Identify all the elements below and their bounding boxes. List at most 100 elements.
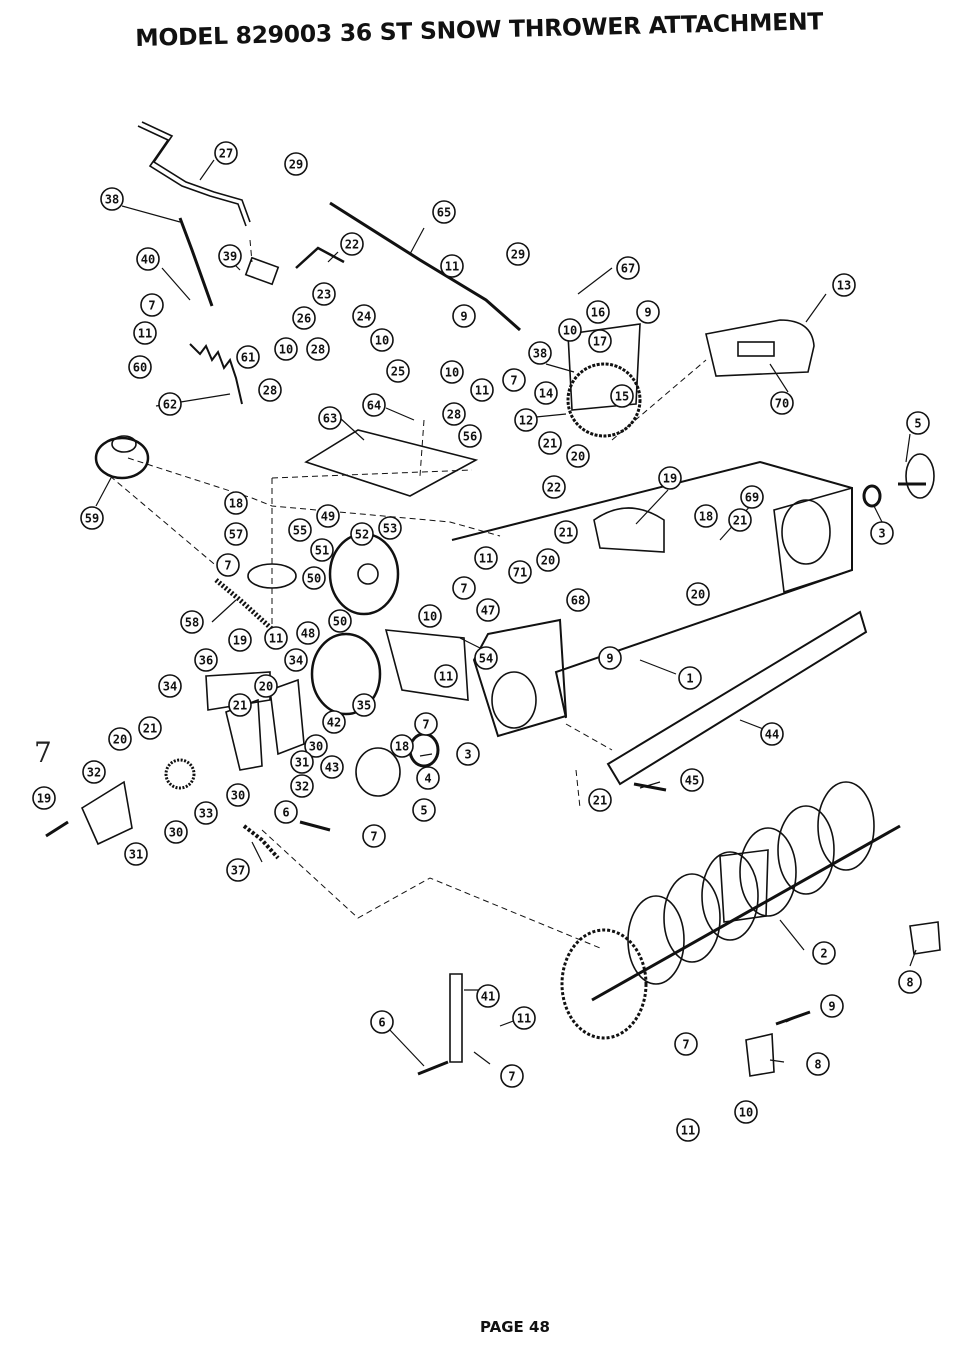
bracket-26 <box>244 256 280 286</box>
callout-3: 3 <box>456 742 480 766</box>
callout-circle <box>164 820 188 844</box>
callout-circle <box>226 783 250 807</box>
callout-11: 11 <box>470 378 494 402</box>
callout-label: 9 <box>828 1000 835 1014</box>
callout-circle <box>728 508 752 532</box>
callout-circle <box>320 755 344 779</box>
callout-label: 7 <box>370 830 377 844</box>
callout-44: 44 <box>760 722 784 746</box>
callout-28: 28 <box>442 402 466 426</box>
callout-3: 3 <box>870 521 894 545</box>
callout-circle <box>264 626 288 650</box>
callout-49: 49 <box>316 504 340 528</box>
callout-circle <box>214 141 238 165</box>
callout-label: 5 <box>914 417 921 431</box>
callout-circle <box>870 521 894 545</box>
callout-label: 30 <box>231 789 245 803</box>
leader-lines <box>95 159 917 1067</box>
callout-label: 3 <box>464 748 471 762</box>
callout-10: 10 <box>734 1100 758 1124</box>
callout-60: 60 <box>128 355 152 379</box>
callout-circle <box>284 648 308 672</box>
callout-20: 20 <box>686 582 710 606</box>
callout-5: 5 <box>906 411 930 435</box>
callout-label: 62 <box>163 398 177 412</box>
callout-circle <box>284 152 308 176</box>
pulley-49-hub <box>357 563 379 585</box>
callout-label: 8 <box>906 976 913 990</box>
auger-flight-1 <box>627 895 685 985</box>
callout-51: 51 <box>310 538 334 562</box>
callout-label: 20 <box>113 733 127 747</box>
callout-label: 10 <box>375 334 389 348</box>
callout-7: 7 <box>674 1032 698 1056</box>
callout-circle <box>194 801 218 825</box>
callout-label: 22 <box>547 481 561 495</box>
callout-label: 34 <box>289 654 303 668</box>
callout-label: 71 <box>513 566 527 580</box>
callout-circle <box>140 293 164 317</box>
pulley-49 <box>328 532 400 616</box>
housing-bearing-right <box>781 499 831 565</box>
callout-19: 19 <box>32 786 56 810</box>
callout-label: 61 <box>241 351 255 365</box>
callout-21: 21 <box>728 508 752 532</box>
callout-circle <box>216 553 240 577</box>
callout-19: 19 <box>228 628 252 652</box>
callout-21: 21 <box>538 431 562 455</box>
callout-29: 29 <box>506 242 530 266</box>
callout-7: 7 <box>500 1064 524 1088</box>
callout-label: 14 <box>539 387 553 401</box>
callout-7: 7 <box>216 553 240 577</box>
callout-label: 11 <box>439 670 453 684</box>
callout-21: 21 <box>138 716 162 740</box>
callout-circle <box>180 610 204 634</box>
bolt-19c <box>45 820 69 838</box>
callout-circle <box>412 798 436 822</box>
callout-label: 11 <box>681 1124 695 1138</box>
callout-20: 20 <box>536 548 560 572</box>
auger-flight-3 <box>701 851 759 941</box>
callout-26: 26 <box>292 306 316 330</box>
callout-circle <box>350 522 374 546</box>
callout-label: 10 <box>279 343 293 357</box>
callout-circle <box>528 341 552 365</box>
callout-label: 48 <box>301 627 315 641</box>
callout-circle <box>224 491 248 515</box>
callout-label: 20 <box>571 450 585 464</box>
callout-circle <box>414 712 438 736</box>
callout-34: 34 <box>284 648 308 672</box>
chain-37 <box>242 824 280 860</box>
callout-43: 43 <box>320 755 344 779</box>
gear-3 <box>408 732 440 768</box>
callout-circle <box>566 588 590 612</box>
callout-label: 21 <box>733 514 747 528</box>
callout-circle <box>306 337 330 361</box>
callout-label: 11 <box>445 260 459 274</box>
callout-59: 59 <box>80 506 104 530</box>
callout-circle <box>506 242 530 266</box>
callout-circle <box>610 384 634 408</box>
callout-20: 20 <box>108 727 132 751</box>
callout-21: 21 <box>554 520 578 544</box>
assembly-guide-lines <box>109 239 707 949</box>
callout-70: 70 <box>770 391 794 415</box>
callout-circle <box>542 475 566 499</box>
callout-55: 55 <box>288 518 312 542</box>
callout-10: 10 <box>418 604 442 628</box>
callout-circle <box>226 858 250 882</box>
callout-circle <box>474 646 498 670</box>
plate-63 <box>304 429 479 497</box>
callout-label: 9 <box>606 652 613 666</box>
callout-label: 44 <box>765 728 779 742</box>
callout-circle <box>194 648 218 672</box>
callout-label: 70 <box>775 397 789 411</box>
auger-flight-2 <box>663 873 721 963</box>
hub-5-right <box>905 453 935 499</box>
callout-69: 69 <box>740 485 764 509</box>
callout-circle <box>476 598 500 622</box>
callout-label: 19 <box>37 792 51 806</box>
callout-7: 7 <box>414 712 438 736</box>
